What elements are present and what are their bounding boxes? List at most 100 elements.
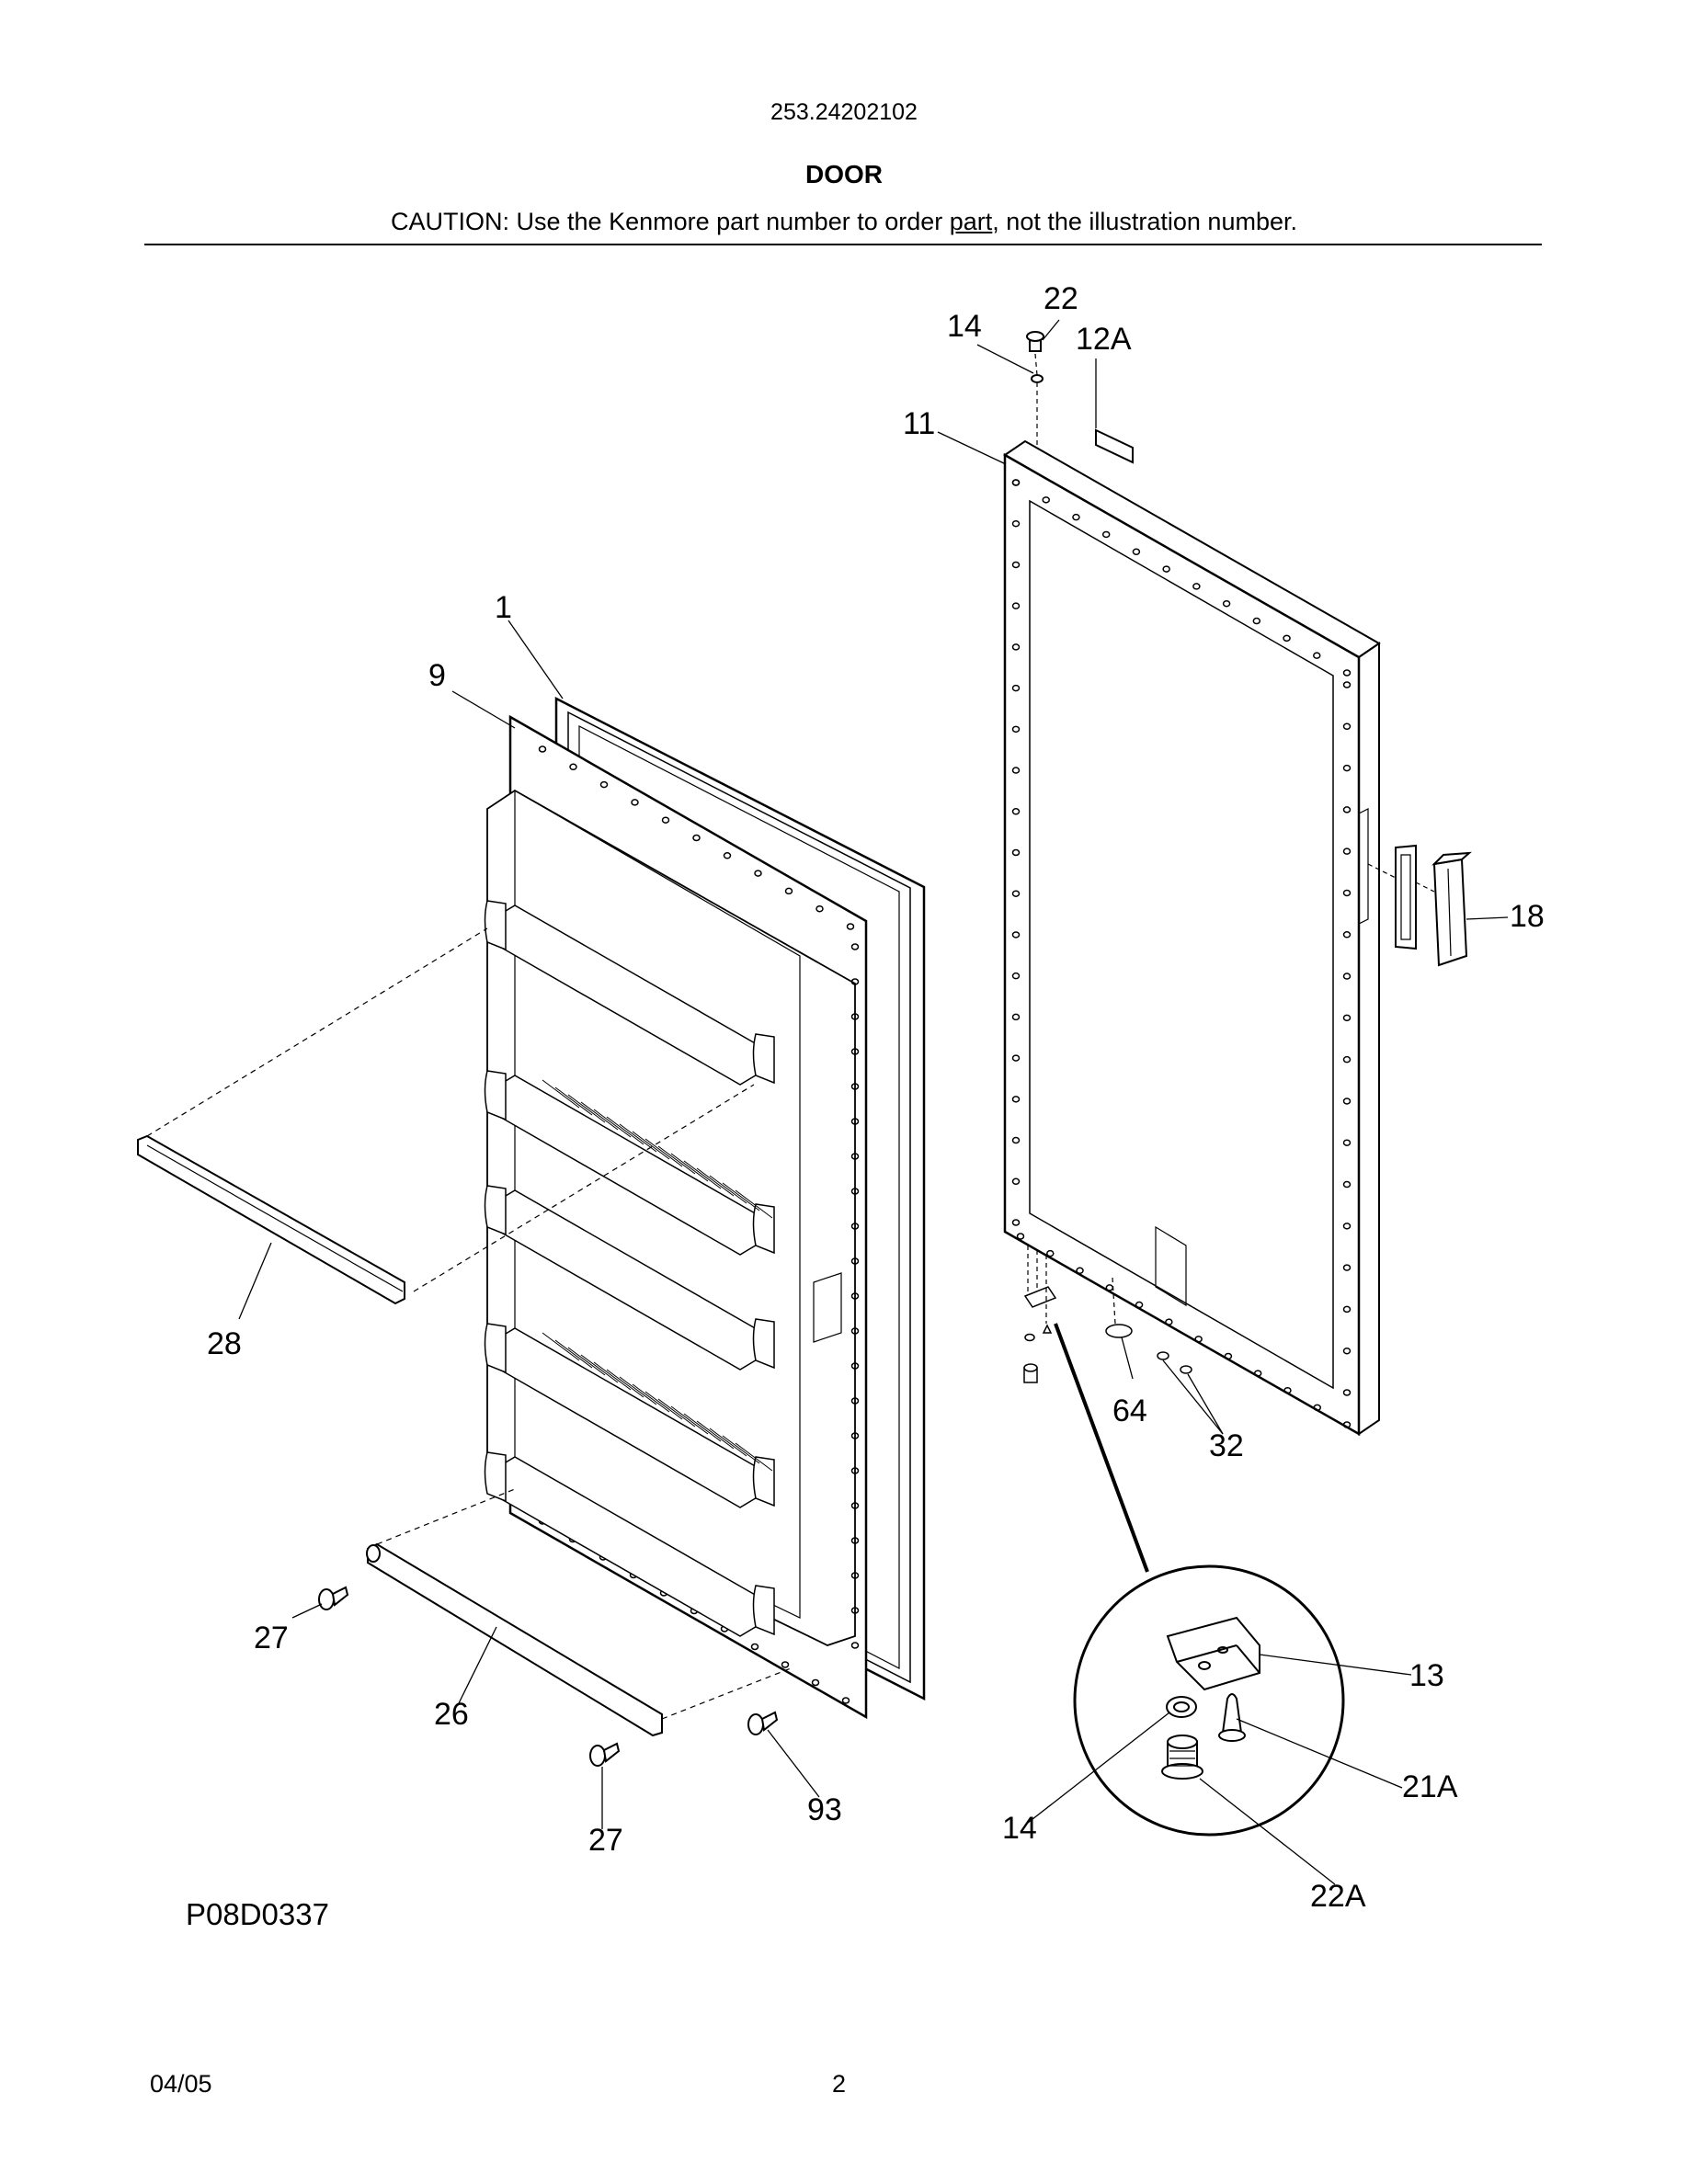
callout-label-93: 93 — [807, 1792, 842, 1827]
screw-hole — [1016, 1233, 1025, 1240]
screw-hole — [1342, 1264, 1352, 1271]
screw-hole — [1192, 583, 1201, 590]
screw-hole — [1011, 725, 1021, 734]
screw-hole — [850, 1223, 860, 1230]
screw-hole — [1011, 643, 1021, 651]
screw-hole — [1011, 890, 1021, 897]
callout-label-1: 1 — [495, 590, 512, 625]
detail-threaded-plug — [1161, 1735, 1203, 1780]
screw-hole — [850, 1642, 860, 1649]
screw-hole — [1342, 1014, 1352, 1022]
screw-hole — [850, 1327, 860, 1335]
inner-door-liner — [484, 714, 868, 1720]
caution-text-before: CAUTION: Use the Kenmore part number to … — [391, 208, 950, 235]
screw-hole — [1011, 767, 1021, 774]
callout-label-21a: 21A — [1402, 1769, 1458, 1804]
screw-hole — [1342, 764, 1352, 772]
screw-hole — [1011, 479, 1021, 486]
screw-hole — [1194, 1336, 1203, 1343]
inner-liner-screw-holes — [538, 745, 860, 1704]
caution-text-after: , not the illustration number. — [992, 208, 1297, 235]
screw-hole — [1011, 1013, 1021, 1021]
screw-hole — [1342, 1389, 1352, 1396]
callout-label-32: 32 — [1209, 1428, 1244, 1463]
screw-hole — [692, 834, 701, 842]
screw-hole — [811, 1678, 820, 1687]
screw-hole — [850, 1048, 860, 1055]
screw-hole — [1011, 602, 1021, 609]
liner-door-shelves — [484, 900, 775, 1637]
screw-hole — [846, 923, 855, 930]
callout-label-9: 9 — [428, 658, 446, 693]
screw-hole — [1101, 530, 1111, 539]
detail-hinge-pin — [1218, 1693, 1246, 1742]
label-plate-part — [1095, 428, 1134, 464]
callout-label-12a: 12A — [1076, 322, 1132, 357]
screw-hole — [1046, 1249, 1055, 1257]
screw-hole — [1283, 1386, 1292, 1394]
screw-hole — [1072, 513, 1080, 521]
drawing-id: P08D0337 — [186, 1897, 329, 1931]
caution-note: CAUTION: Use the Kenmore part number to … — [0, 208, 1688, 236]
screw-hole — [1042, 496, 1050, 504]
screw-hole — [1342, 1421, 1352, 1428]
screw-hole — [1342, 973, 1352, 980]
screw-hole — [850, 1118, 860, 1125]
screw-hole — [1252, 617, 1261, 625]
screw-hole — [850, 943, 860, 950]
screw-hole — [1283, 634, 1291, 643]
screw-hole — [850, 1292, 860, 1300]
screw-hole — [1162, 565, 1170, 573]
screw-hole — [1011, 1054, 1021, 1062]
screw-hole — [850, 1502, 860, 1509]
screw-hole — [1313, 652, 1321, 659]
screw-hole — [1342, 806, 1352, 813]
screw-hole — [1011, 561, 1021, 569]
callout-label-27-lower: 27 — [588, 1823, 623, 1858]
bottom-hinge-hardware — [1023, 1246, 1192, 1383]
screw-hole — [1342, 669, 1352, 677]
callout-label-22a: 22A — [1310, 1879, 1366, 1914]
screw-hole — [1342, 1347, 1352, 1355]
screw-hole — [599, 780, 609, 789]
callout-label-14-top: 14 — [947, 309, 982, 344]
callout-label-13: 13 — [1409, 1658, 1444, 1693]
screw-hole — [1342, 931, 1352, 938]
detail-washer — [1166, 1696, 1197, 1718]
plug-part — [1026, 331, 1044, 352]
screw-hole — [1342, 681, 1352, 688]
callout-label-11: 11 — [903, 406, 936, 441]
screw-hole — [850, 1153, 860, 1160]
screw-hole — [1342, 1139, 1352, 1146]
callout-label-64: 64 — [1112, 1393, 1147, 1428]
screw-hole — [750, 1643, 759, 1651]
callout-label-26: 26 — [434, 1697, 469, 1732]
screw-hole — [1011, 931, 1021, 938]
screw-hole — [538, 745, 547, 753]
revision-date: 04/05 — [150, 2070, 212, 2098]
page-number: 2 — [832, 2070, 847, 2098]
callout-label-27-upper: 27 — [254, 1621, 289, 1655]
screw-hole — [815, 904, 824, 913]
screw-hole — [850, 1083, 860, 1090]
screw-hole — [850, 1013, 860, 1020]
outer-panel-screw-holes — [1011, 479, 1352, 1428]
caution-text-underlined: part — [949, 208, 993, 235]
screw-hole — [850, 1188, 860, 1195]
screw-93 — [747, 1711, 779, 1735]
screw-hole — [1342, 1180, 1352, 1189]
handle-part — [1395, 844, 1472, 967]
screw-hole — [1342, 889, 1352, 897]
screw-hole — [850, 1607, 860, 1614]
screw-27-upper — [318, 1586, 349, 1610]
header-rule — [144, 244, 1542, 245]
screw-hole — [850, 1572, 860, 1579]
screw-27-lower — [589, 1742, 621, 1767]
screw-hole — [1011, 808, 1021, 815]
screw-hole — [1342, 722, 1352, 731]
screw-hole — [1253, 1370, 1262, 1377]
callout-label-22: 22 — [1044, 281, 1078, 316]
callout-leader-lines — [238, 319, 1509, 1885]
screw-hole — [1011, 848, 1021, 857]
